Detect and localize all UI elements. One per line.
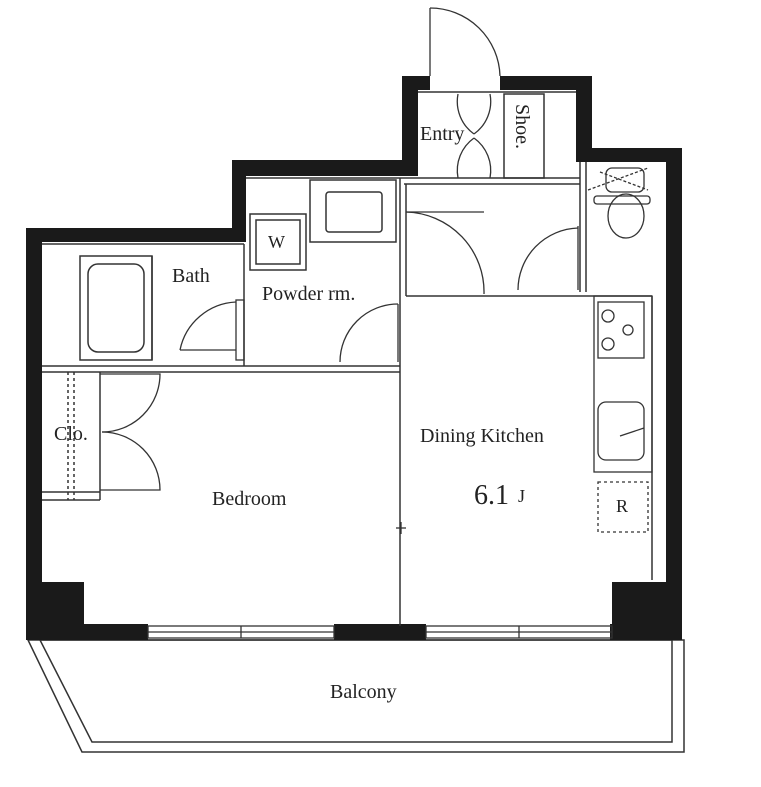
toilet xyxy=(587,167,651,239)
dining-kitchen-label: Dining Kitchen xyxy=(420,425,544,447)
exterior-walls xyxy=(26,76,682,640)
windows xyxy=(147,625,613,639)
area-number: 6.1 xyxy=(474,480,509,511)
doors xyxy=(100,7,579,491)
entry-label: Entry xyxy=(420,123,464,145)
balcony-label: Balcony xyxy=(330,681,397,703)
bath-label: Bath xyxy=(172,265,210,287)
refrigerator-label: R xyxy=(616,496,628,516)
partition-marker xyxy=(396,522,406,534)
bathtub xyxy=(79,255,153,361)
balcony-area xyxy=(26,639,685,753)
powder-room-label: Powder rm. xyxy=(262,283,355,305)
area-unit: J xyxy=(518,486,525,506)
kitchen-counter xyxy=(593,295,653,533)
closet-label: Clo. xyxy=(54,423,88,445)
washer-label: W xyxy=(268,232,285,252)
shoe-label: Shoe. xyxy=(511,104,533,149)
bedroom-label: Bedroom xyxy=(212,488,287,510)
